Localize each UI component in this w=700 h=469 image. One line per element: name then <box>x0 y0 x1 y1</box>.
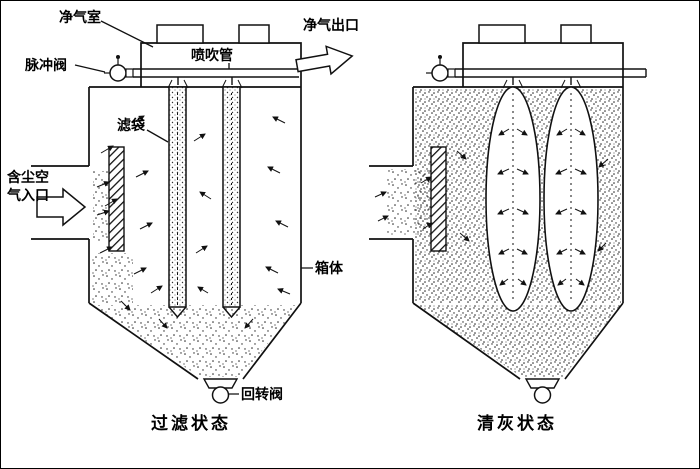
caption-cleaning-state: 清灰状态 <box>477 414 557 434</box>
dusty-air-inlet-arrow <box>36 187 87 227</box>
top-hatches-left <box>156 24 270 44</box>
pulse-valve-symbol-left <box>104 55 134 82</box>
inflated-bag-b <box>543 86 599 312</box>
rotary-valve-right <box>524 378 561 404</box>
filter-bag-b <box>222 86 241 319</box>
label-filter-bag: 滤袋 <box>117 118 145 134</box>
clean-air-outlet-arrow <box>295 45 354 76</box>
inlet-diffuser-plate-right <box>430 146 447 252</box>
right-unit-drawing <box>369 24 647 404</box>
filter-bag-a <box>168 86 187 319</box>
vessel-outline-right <box>369 42 624 380</box>
blow-pipe-left <box>133 68 299 89</box>
vessel-outline-left <box>31 42 302 380</box>
label-blow-pipe: 喷吹管 <box>191 48 233 64</box>
label-clean-air-outlet: 净气出口 <box>303 18 359 34</box>
label-pulse-valve: 脉冲阀 <box>25 58 67 74</box>
rotary-valve-left <box>202 378 239 404</box>
label-housing: 箱体 <box>315 261 343 277</box>
label-rotary-valve: 回转阀 <box>241 387 283 403</box>
pulse-valve-symbol-right <box>426 55 456 82</box>
caption-filtering-state: 过滤状态 <box>151 414 231 434</box>
leader-lines-left <box>74 20 313 395</box>
label-clean-air-chamber: 净气室 <box>59 10 101 26</box>
label-dusty-air-inlet: 含尘空 气入口 <box>7 170 49 205</box>
top-hatches-right <box>478 24 592 44</box>
airflow-arrows-right <box>374 128 609 286</box>
inflated-bag-a <box>485 86 541 312</box>
blow-pipe-right <box>455 68 647 89</box>
airflow-arrows-left <box>96 115 291 329</box>
left-unit-drawing <box>31 20 354 404</box>
